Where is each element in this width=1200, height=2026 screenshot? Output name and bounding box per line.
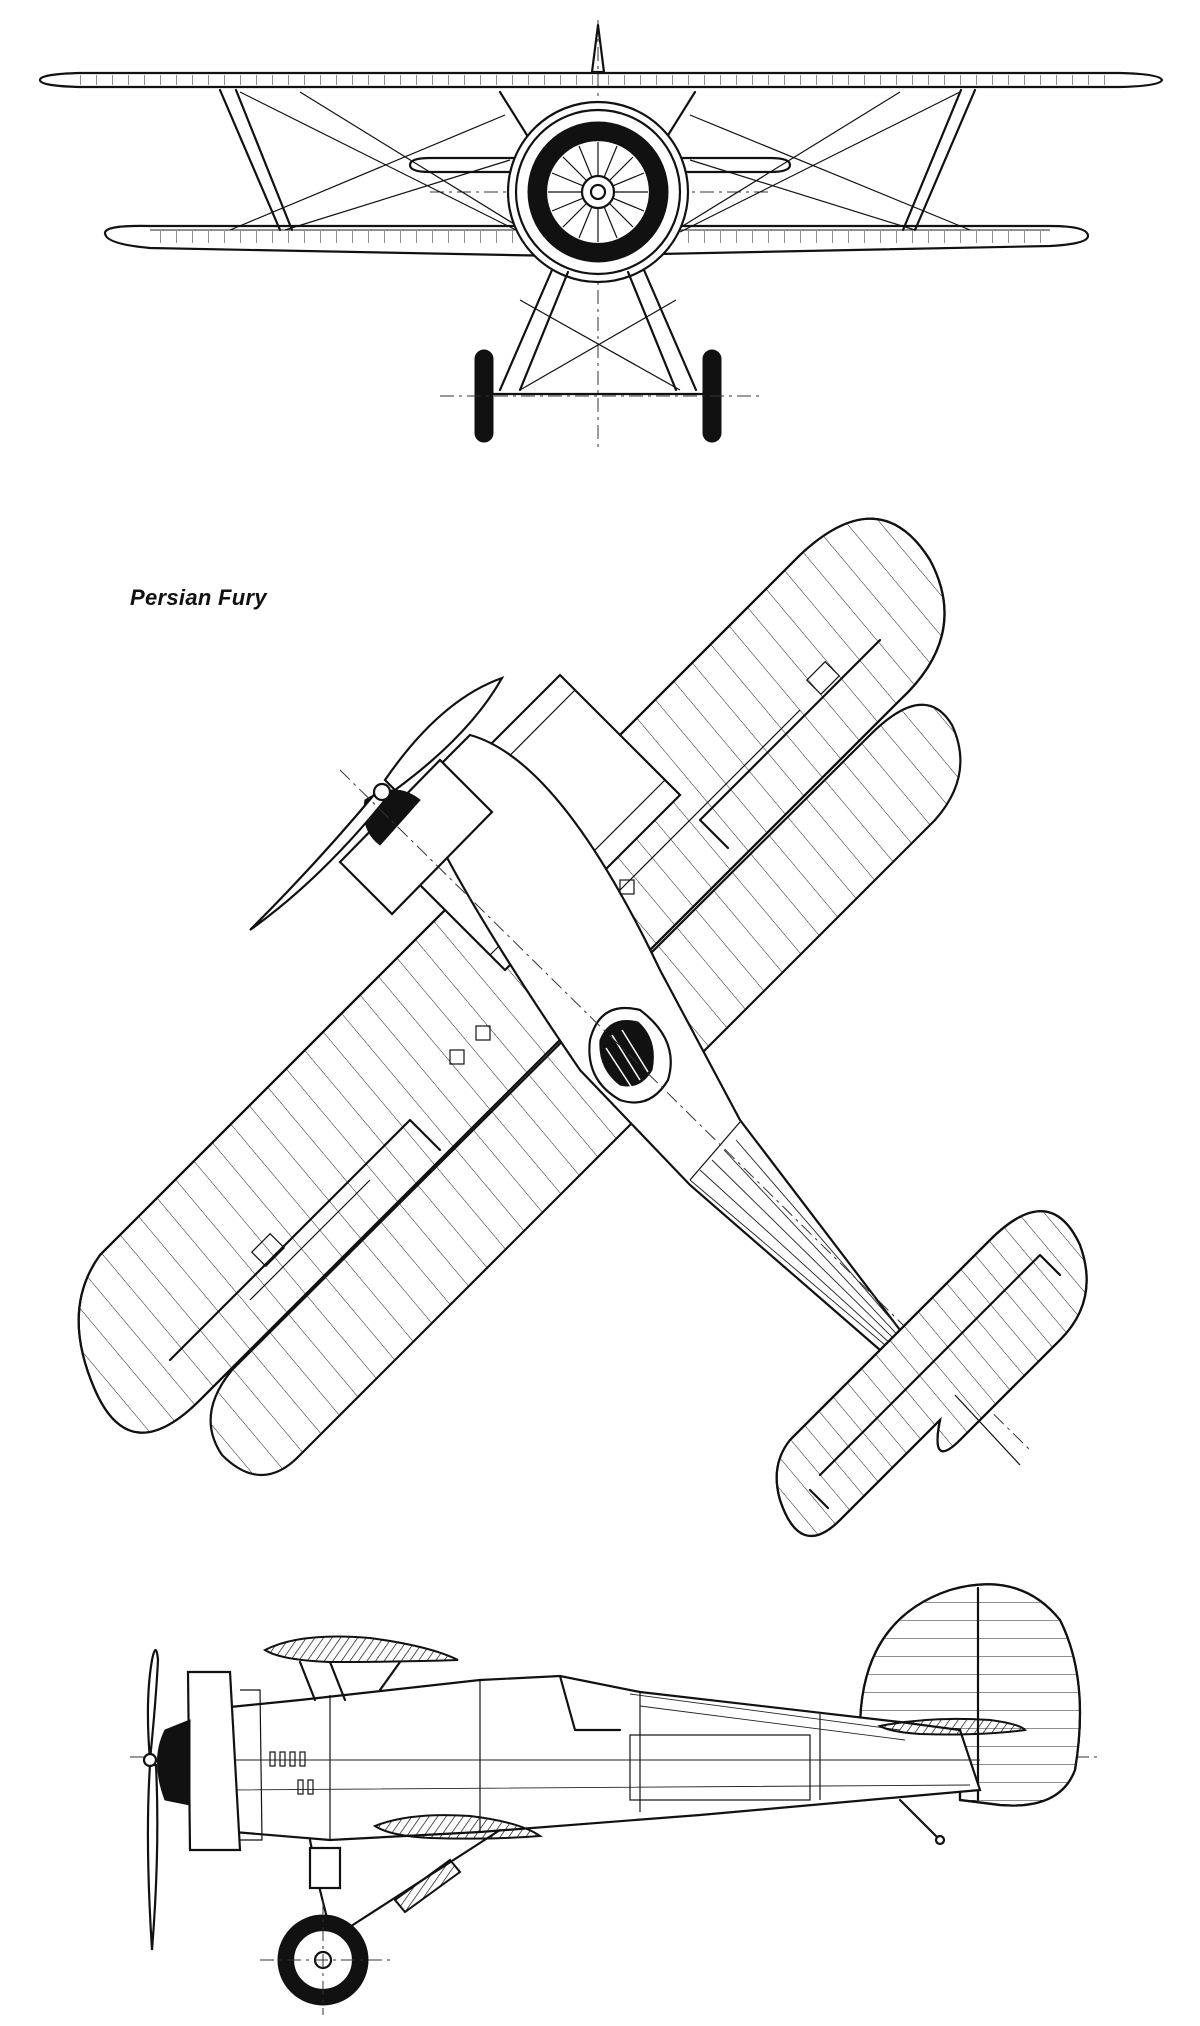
- lower-wing-plan: [209, 703, 962, 1476]
- plan-view: [77, 517, 1088, 1537]
- upper-wing-front: [38, 71, 1164, 89]
- upper-wing-plan: [77, 517, 946, 1434]
- propeller-plan: [383, 675, 505, 792]
- drawing-caption: Persian Fury: [130, 585, 267, 610]
- radial-engine: [506, 100, 690, 284]
- front-view: [38, 20, 1164, 450]
- lower-wing-section: [372, 1814, 543, 1840]
- upper-wing-section: [263, 1635, 459, 1664]
- lower-wing-front: [103, 224, 1090, 258]
- side-view: [130, 1583, 1100, 2015]
- tailplane-plan: [775, 1210, 1088, 1537]
- landing-wheel-side: [260, 1900, 390, 2015]
- propeller-side: [146, 1648, 160, 1761]
